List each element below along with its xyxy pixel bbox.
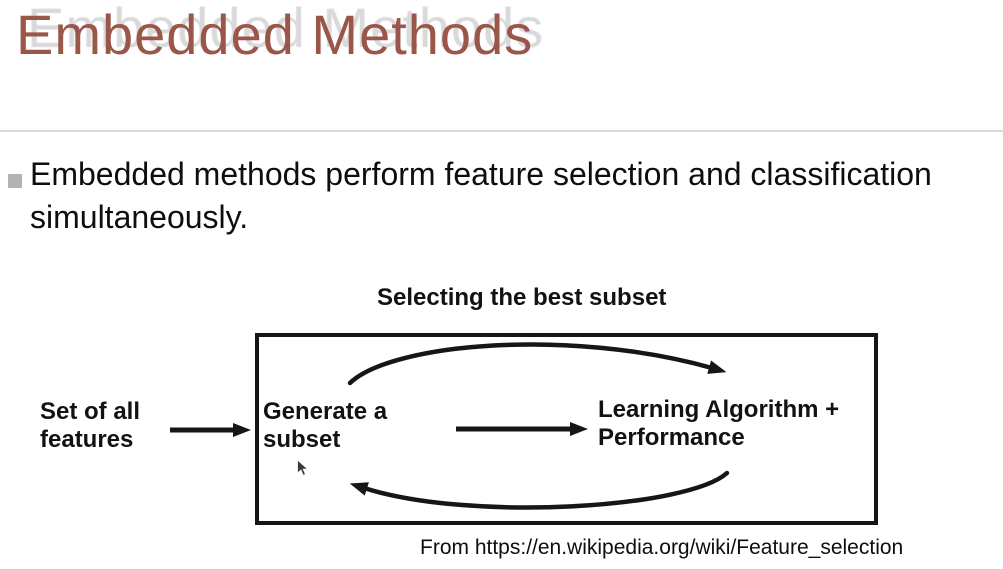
label-set-of-all-features: Set of all features <box>40 398 141 453</box>
title-divider <box>0 130 1003 132</box>
subset-selection-box <box>255 333 878 525</box>
label-generate-a-subset: Generate a subset <box>263 398 388 453</box>
mouse-cursor-icon <box>297 459 309 476</box>
source-caption: From https://en.wikipedia.org/wiki/Featu… <box>420 536 904 559</box>
label-learning-algorithm-performance: Learning Algorithm + Performance <box>598 396 840 451</box>
bullet-text: Embedded methods perform feature selecti… <box>30 156 932 235</box>
square-bullet-icon <box>8 174 22 188</box>
page-title: Embedded Methods <box>16 3 534 66</box>
diagram-title: Selecting the best subset <box>377 284 667 311</box>
